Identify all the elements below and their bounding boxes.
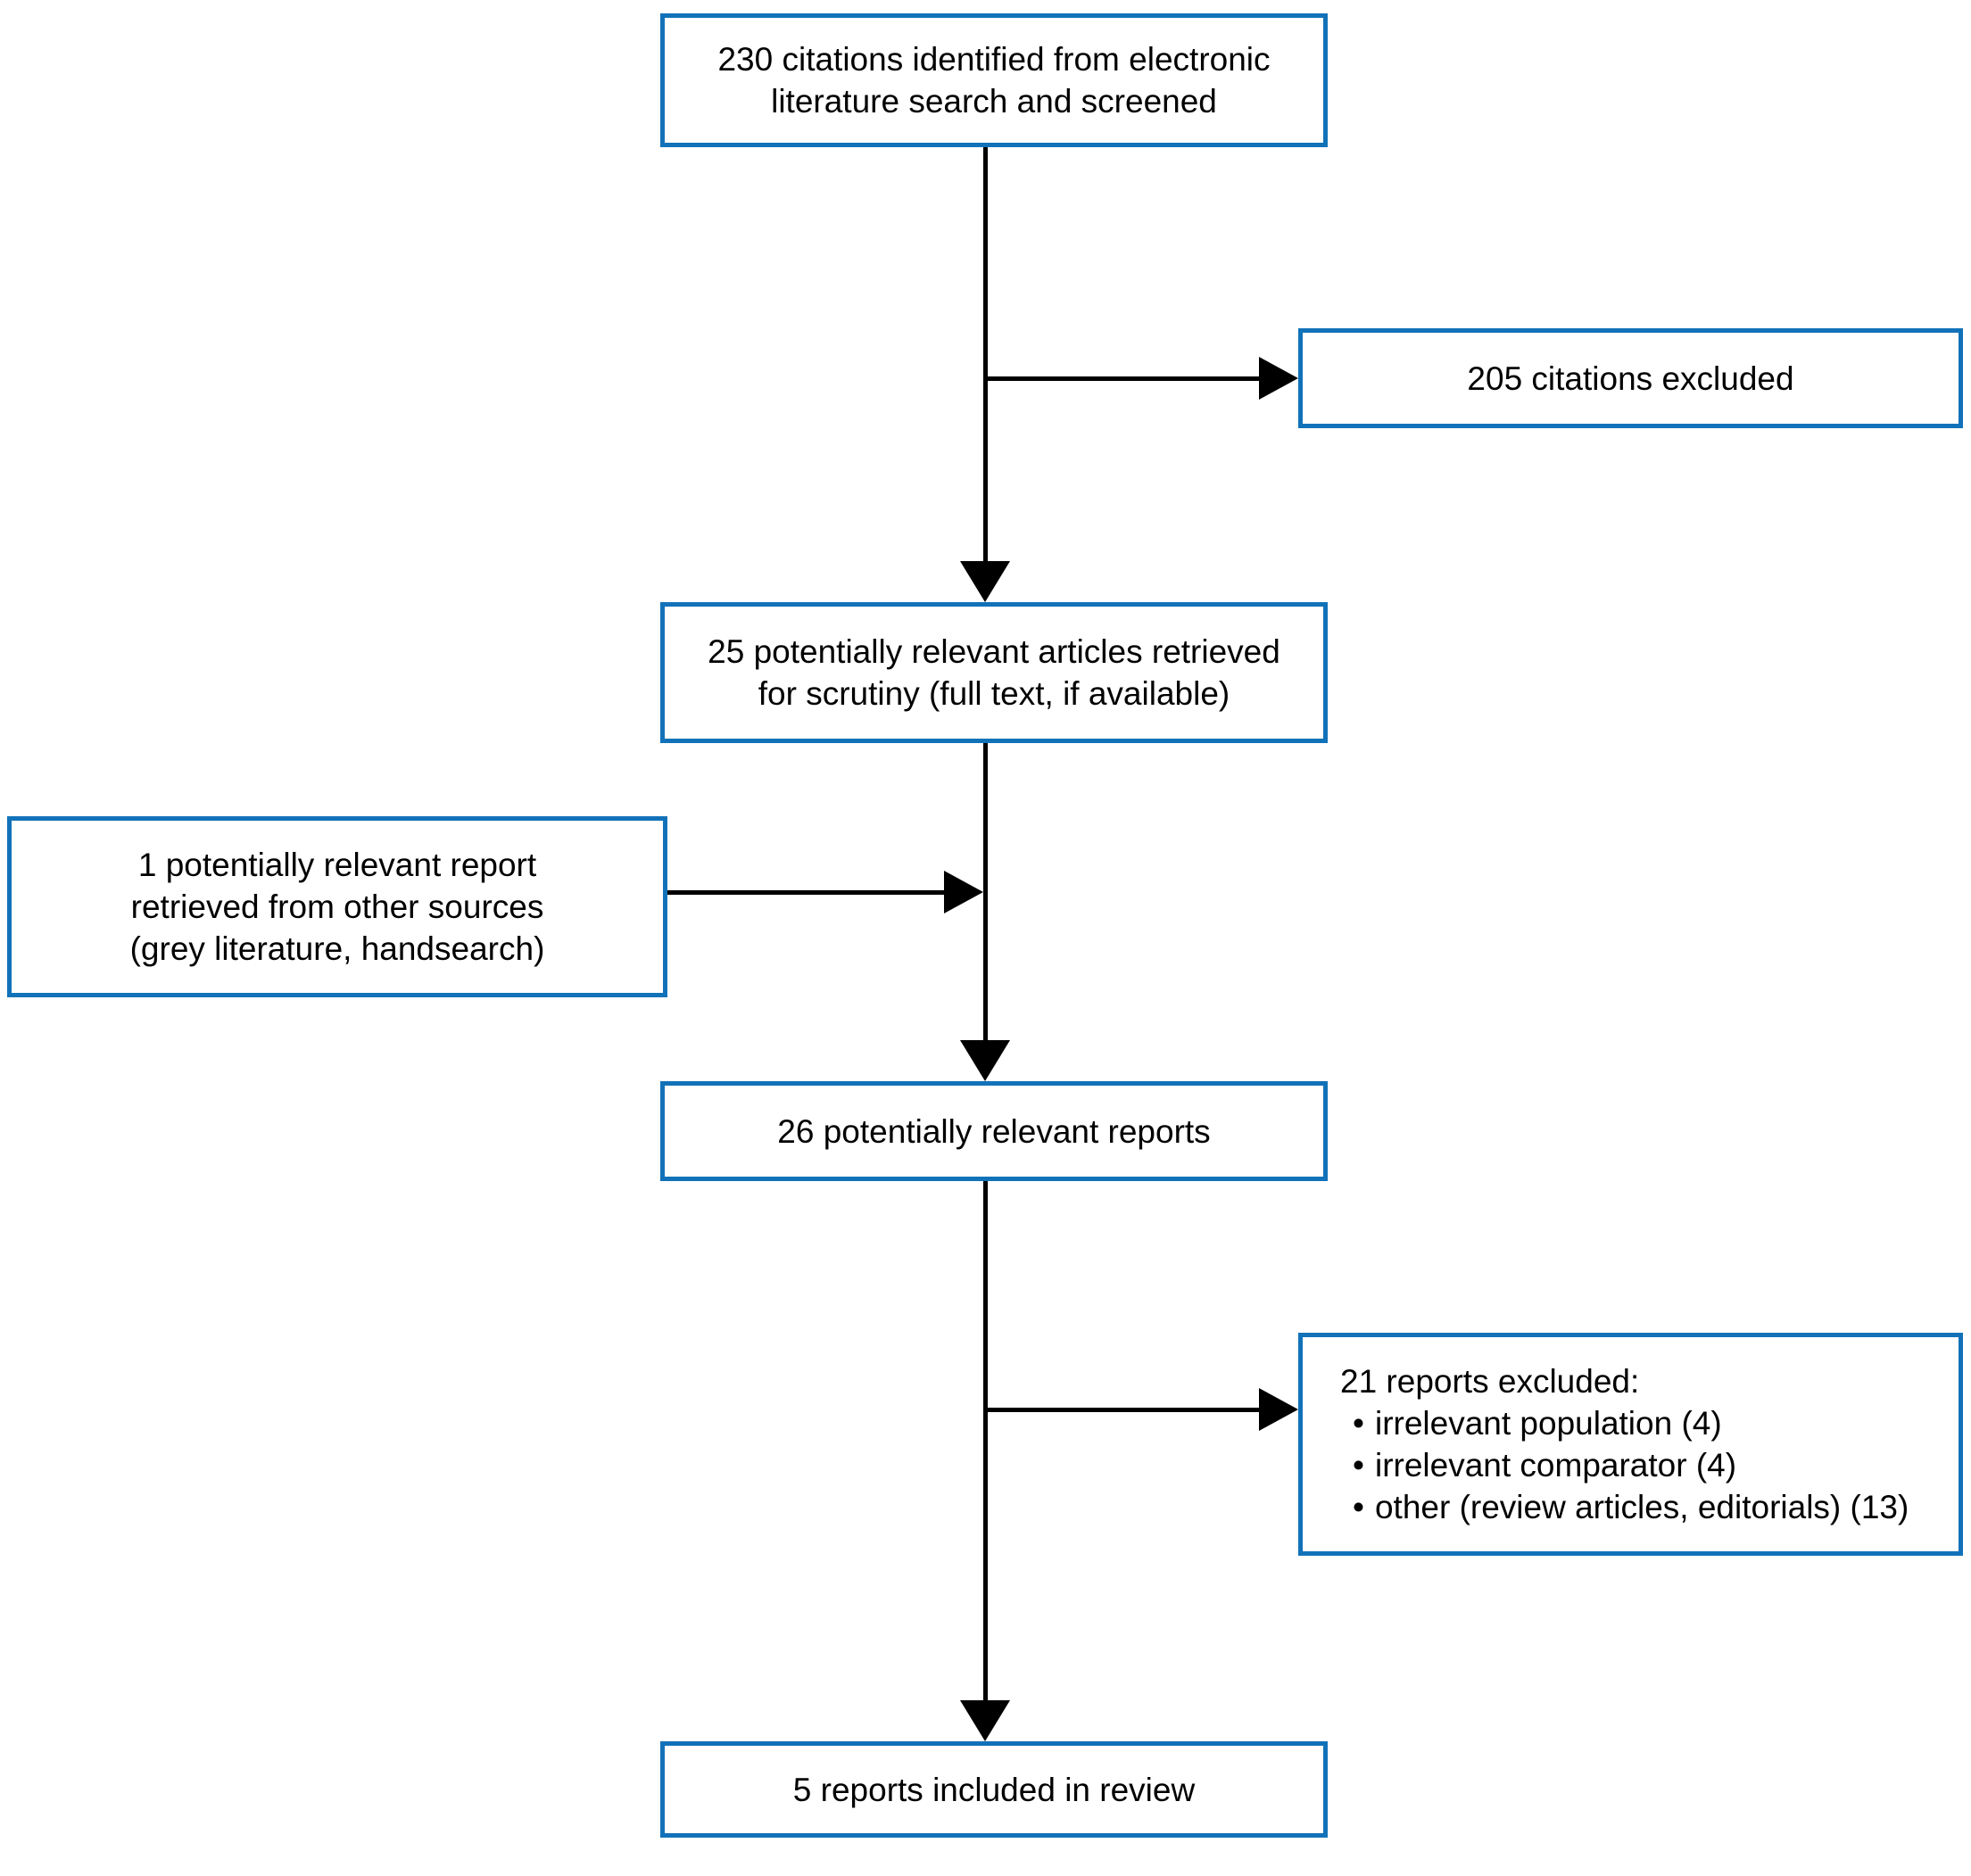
- box-reports-included: 5 reports included in review: [660, 1741, 1328, 1838]
- box-text-line: 5 reports included in review: [792, 1771, 1196, 1808]
- box-text-line: 230 citations identified from electronic: [717, 41, 1271, 78]
- exclusion-item-text: other (review articles, editorials) (13): [1374, 1489, 1909, 1525]
- bullet-icon: •: [1353, 1489, 1364, 1525]
- arrow-shaft-vertical: [983, 1181, 988, 1703]
- arrowhead-right: [1259, 357, 1298, 400]
- arrow-shaft-horizontal: [985, 376, 1259, 381]
- box-text-line: retrieved from other sources: [130, 888, 544, 925]
- exclusion-item-text: irrelevant population (4): [1374, 1405, 1722, 1442]
- exclusion-item: • irrelevant comparator (4): [1353, 1444, 1736, 1486]
- box-text-line: 26 potentially relevant reports: [777, 1112, 1211, 1150]
- box-articles-retrieved: 25 potentially relevant articles retriev…: [660, 602, 1328, 743]
- box-other-sources: 1 potentially relevant report retrieved …: [7, 816, 667, 997]
- box-citations-excluded: 205 citations excluded: [1298, 328, 1963, 428]
- exclusion-item: • other (review articles, editorials) (13…: [1353, 1486, 1909, 1528]
- exclusion-item: • irrelevant population (4): [1353, 1402, 1722, 1444]
- box-text-line: 25 potentially relevant articles retriev…: [708, 633, 1280, 670]
- arrow-shaft-vertical: [983, 743, 988, 1043]
- arrowhead-down: [960, 1040, 1010, 1081]
- arrow-shaft-vertical: [983, 147, 988, 564]
- box-text-line: 1 potentially relevant report: [137, 847, 537, 883]
- arrowhead-right: [944, 871, 983, 913]
- arrow-shaft-horizontal: [667, 890, 944, 895]
- box-reports-excluded: 21 reports excluded: • irrelevant populat…: [1298, 1333, 1963, 1556]
- box-text-line: (grey literature, handsearch): [129, 930, 545, 967]
- box-text-line: literature search and screened: [771, 83, 1217, 120]
- box-citations-identified: 230 citations identified from electronic…: [660, 13, 1328, 147]
- box-text-line: 205 citations excluded: [1467, 359, 1794, 397]
- arrowhead-down: [960, 561, 1010, 602]
- box-potentially-relevant-reports: 26 potentially relevant reports: [660, 1081, 1328, 1181]
- exclusion-item-text: irrelevant comparator (4): [1374, 1447, 1737, 1483]
- arrowhead-down: [960, 1700, 1010, 1741]
- box-text-line: for scrutiny (full text, if available): [758, 675, 1230, 712]
- exclusion-title: 21 reports excluded:: [1340, 1363, 1640, 1400]
- bullet-icon: •: [1353, 1447, 1364, 1483]
- arrowhead-right: [1259, 1388, 1298, 1431]
- bullet-icon: •: [1353, 1405, 1364, 1442]
- arrow-shaft-horizontal: [985, 1408, 1259, 1412]
